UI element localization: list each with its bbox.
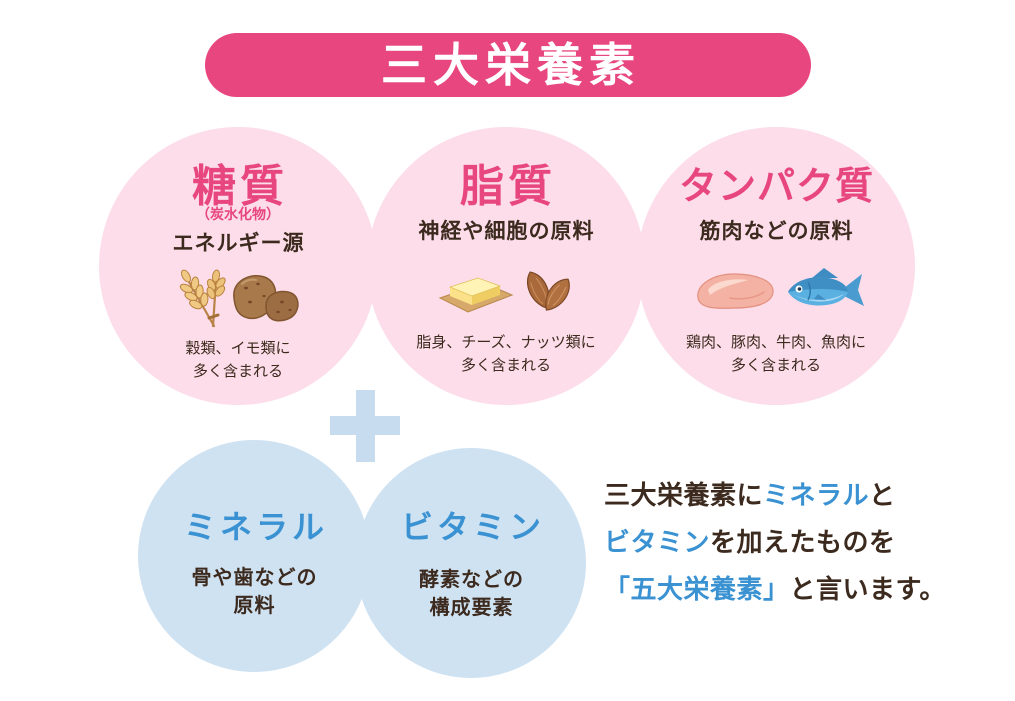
plus-icon: [330, 390, 400, 462]
almond-icon: [518, 264, 580, 320]
summary-segment: と言います。: [789, 574, 946, 604]
summary-line: ビタミンを加えたものを: [604, 527, 1004, 557]
nutrient-role: エネルギー源: [172, 232, 305, 255]
summary-line: 三大栄養素にミネラルと: [604, 480, 1004, 510]
summary-segment: を加えたものを: [710, 527, 896, 557]
banner-title: 三大栄養素: [381, 39, 641, 91]
nutrient-sources-line: 多く含まれる: [192, 363, 283, 380]
nutrient-circle-fat: 脂質 神経や細胞の原料 脂身、チーズ、ナッツ類に: [367, 127, 645, 405]
nutrient-title: 糖質: [192, 162, 288, 211]
nutrient-circle-vitamin: ビタミン 酵素などの 構成要素: [356, 448, 586, 678]
summary-segment: ビタミン: [604, 527, 711, 557]
chicken-meat-icon: [694, 268, 776, 312]
potato-icon: [228, 272, 302, 324]
nutrient-sources-line: 多く含まれる: [460, 357, 551, 374]
nutrient-role: 筋肉などの原料: [699, 220, 854, 243]
summary-text: 三大栄養素にミネラルと ビタミンを加えたものを 「五大栄養素」と言います。: [604, 480, 1004, 621]
nutrient-sources-line: 穀類、イモ類に: [185, 340, 291, 357]
nutrient-sources-line: 脂身、チーズ、ナッツ類に: [416, 334, 596, 351]
nutrient-circle-protein: タンパク質 筋肉などの原料 鶏肉、豚肉、牛肉、魚肉に 多く: [637, 127, 915, 405]
summary-segment: と: [869, 480, 896, 510]
summary-line: 「五大栄養素」と言います。: [604, 574, 1004, 604]
nutrient-sources-line: 鶏肉、豚肉、牛肉、魚肉に: [685, 334, 866, 351]
wheat-icon: [166, 268, 226, 328]
nutrient-title: タンパク質: [678, 166, 874, 208]
nutrient-title: 脂質: [460, 162, 556, 211]
nutrient-role-line: 構成要素: [429, 597, 514, 619]
nutrient-subtitle: （炭水化物）: [196, 206, 280, 222]
nutrient-circle-mineral: ミネラル 骨や歯などの 原料: [138, 440, 370, 672]
nutrient-role-line: 酵素などの: [419, 569, 524, 591]
nutrient-circle-carbohydrate: 糖質 （炭水化物） エネルギー源: [99, 127, 377, 405]
nutrient-title: ミネラル: [183, 509, 328, 545]
nutrient-role: 神経や細胞の原料: [418, 220, 595, 243]
butter-icon: [438, 268, 514, 314]
nutrient-role-line: 原料: [233, 595, 276, 617]
summary-segment: ミネラル: [763, 480, 870, 510]
nutrient-role-line: 骨や歯などの: [191, 567, 318, 589]
title-banner: 三大栄養素: [205, 33, 811, 97]
summary-segment: 三大栄養素に: [604, 480, 764, 510]
summary-segment: 「五大栄養素」: [604, 574, 790, 604]
nutrient-title: ビタミン: [400, 509, 545, 545]
fish-icon: [784, 264, 868, 316]
nutrient-sources-line: 多く含まれる: [730, 357, 821, 374]
